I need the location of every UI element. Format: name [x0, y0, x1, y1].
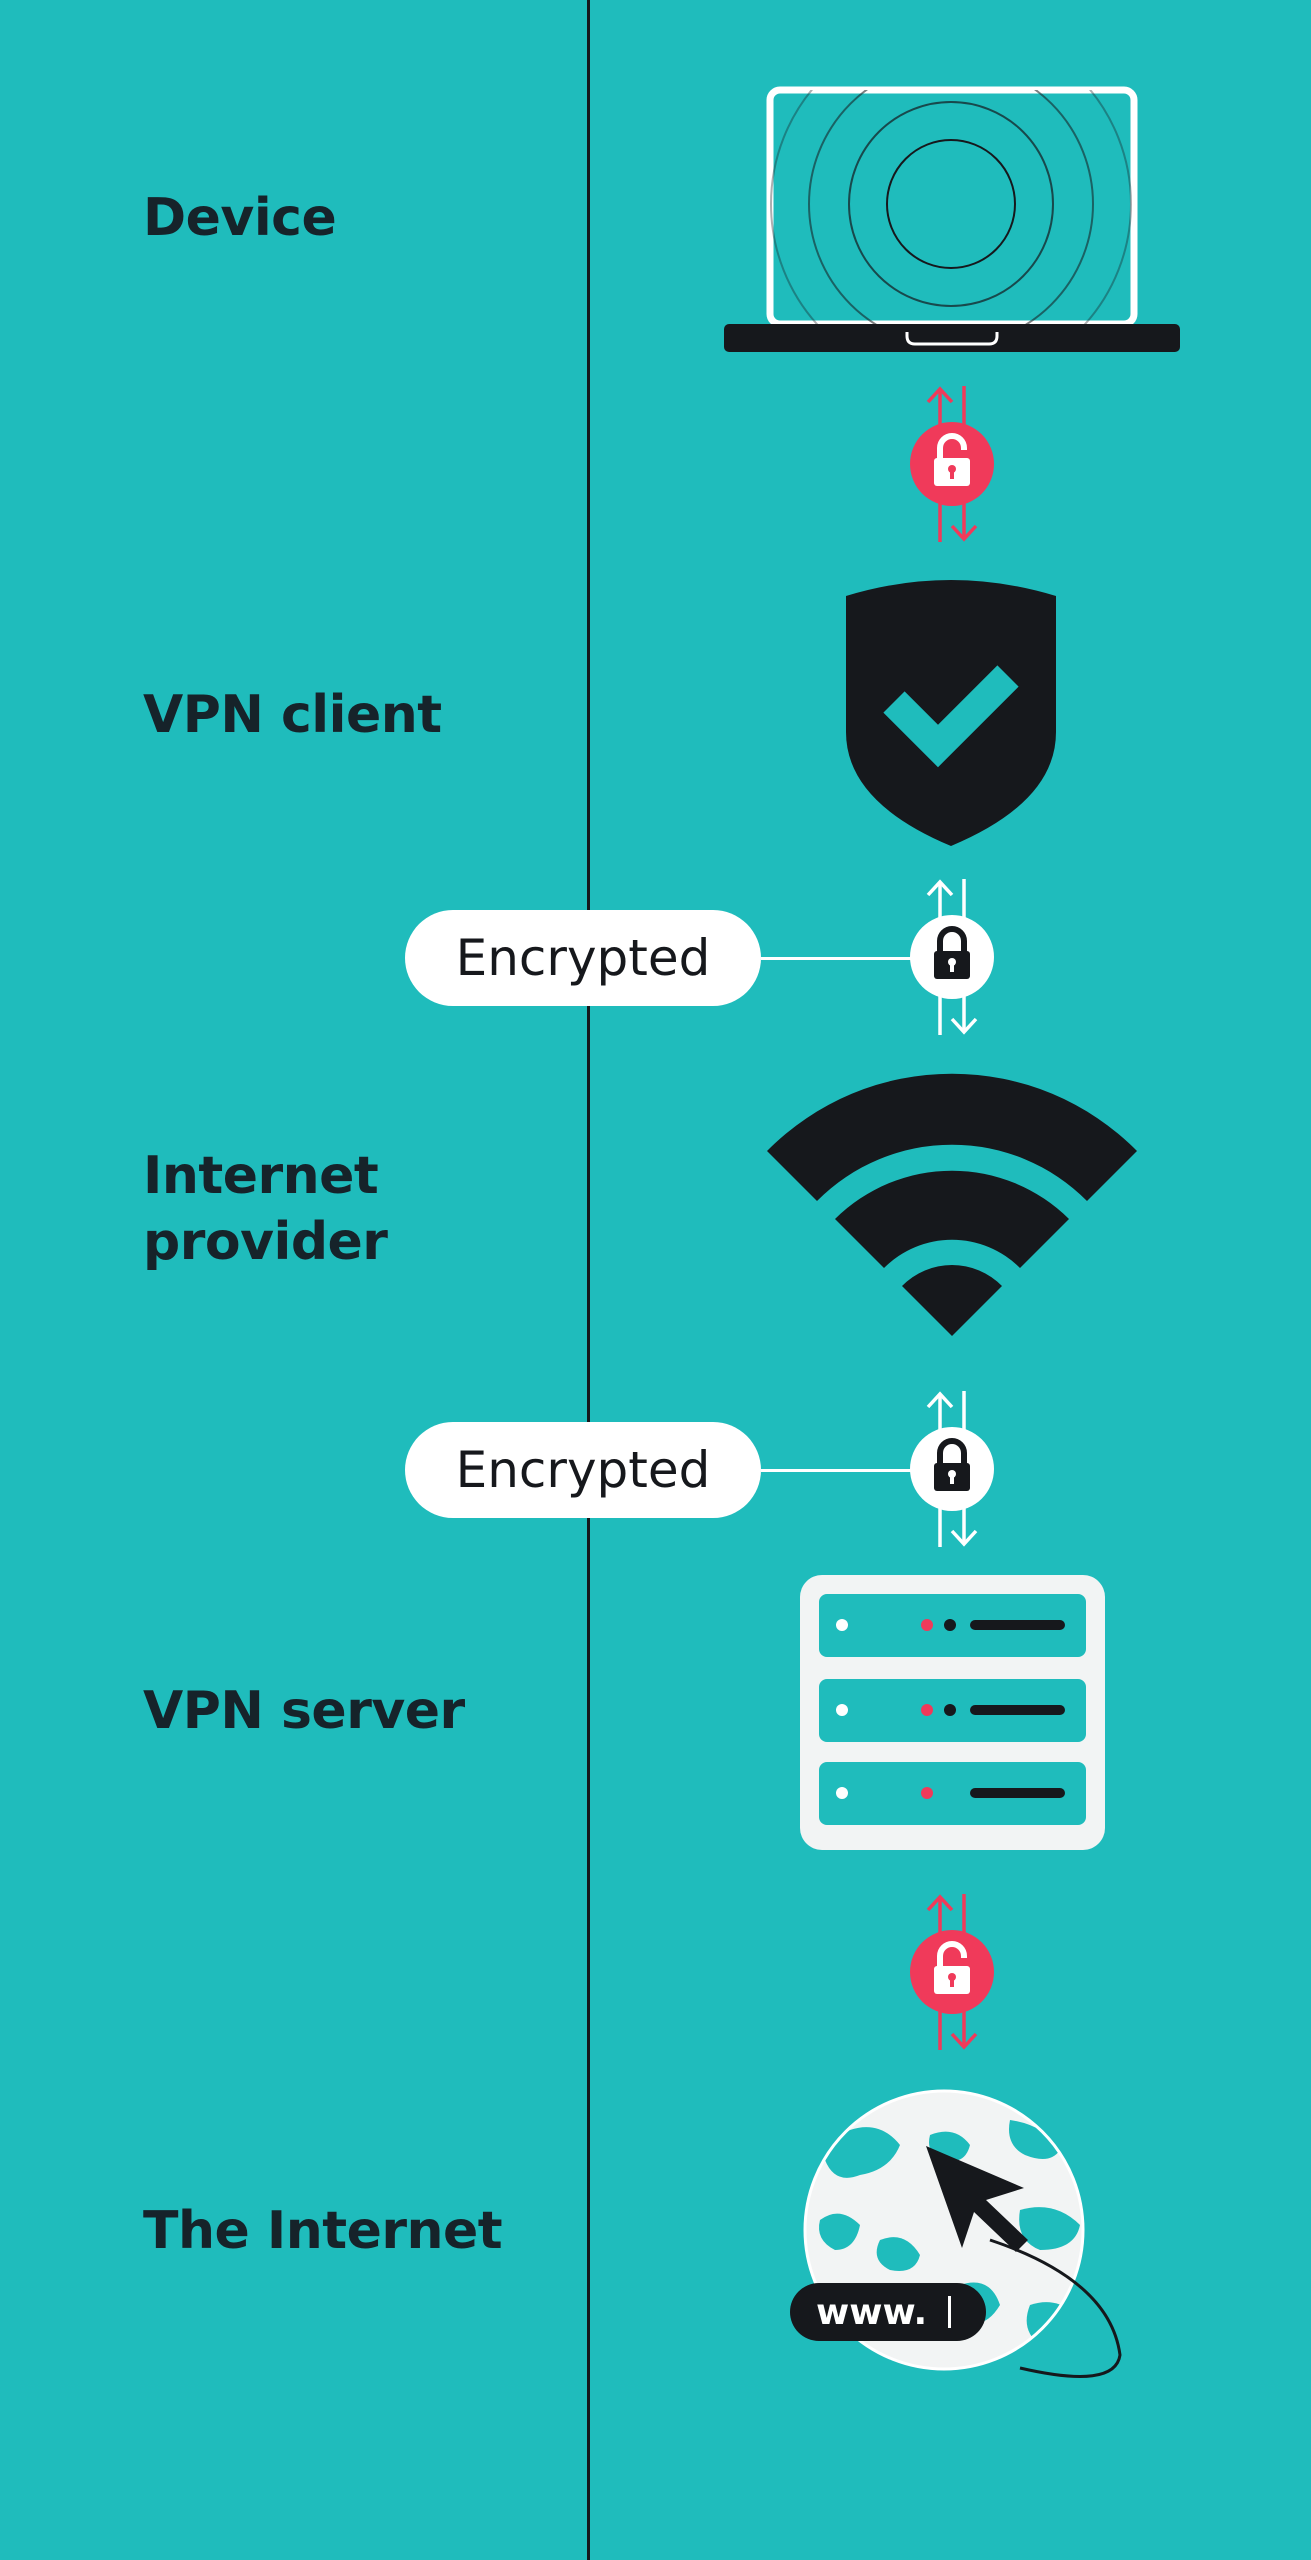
- stage-label-internet-provider: Internet provider: [143, 1146, 388, 1272]
- url-badge-text: www.: [816, 2292, 927, 2333]
- stage-label-device: Device: [143, 188, 337, 248]
- vertical-divider: [587, 0, 590, 2560]
- stage-label-vpn-client: VPN client: [143, 685, 442, 745]
- cursor-icon: [926, 2146, 1028, 2252]
- stage-label-the-internet: The Internet: [143, 2201, 503, 2261]
- text-caret: [948, 2296, 951, 2328]
- url-badge: www.: [790, 2283, 986, 2341]
- encrypted-connection-icon: [910, 879, 994, 1035]
- encrypted-badge: Encrypted: [405, 1422, 761, 1518]
- shield-check-icon: [846, 580, 1056, 846]
- encrypted-badge-connector: [761, 1469, 911, 1472]
- encrypted-badge-connector: [761, 957, 911, 960]
- server-icon: [800, 1575, 1105, 1850]
- laptop-icon: [724, 86, 1180, 352]
- stage-label-vpn-server: VPN server: [143, 1681, 465, 1741]
- encrypted-connection-icon: [910, 1391, 994, 1547]
- unencrypted-connection-icon: [910, 1894, 994, 2050]
- encrypted-badge: Encrypted: [405, 910, 761, 1006]
- unencrypted-connection-icon: [910, 386, 994, 542]
- wifi-icon: [767, 1073, 1137, 1336]
